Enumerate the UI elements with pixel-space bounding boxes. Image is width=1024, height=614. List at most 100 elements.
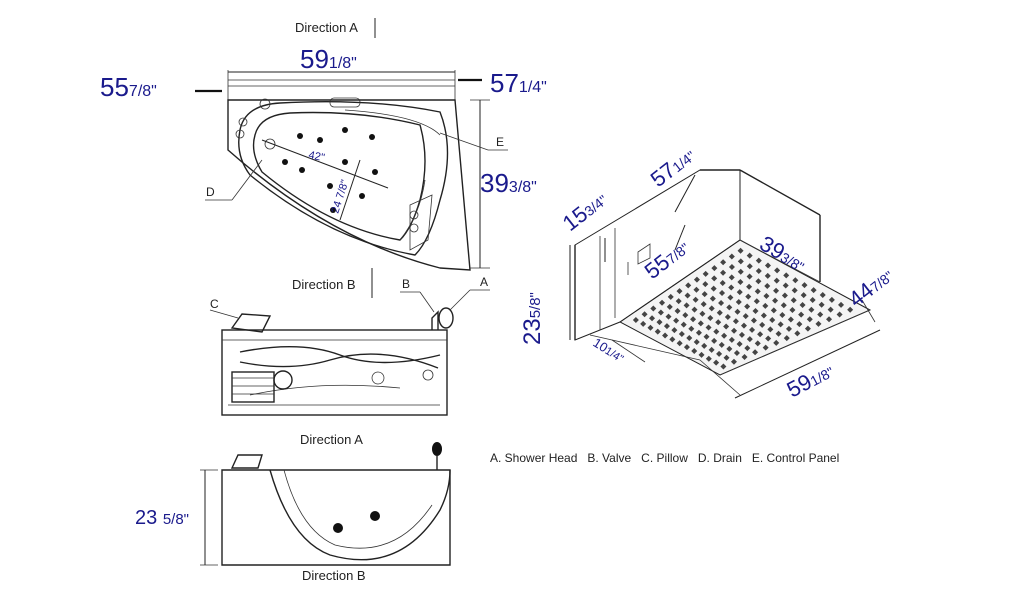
floor-pattern-mark: [791, 287, 798, 294]
floor-pattern-mark: [732, 318, 739, 325]
floor-pattern-mark: [728, 274, 735, 281]
floor-pattern-mark: [799, 301, 806, 308]
floor-pattern-mark: [708, 346, 715, 353]
floor-pattern-mark: [762, 302, 769, 309]
top-view: Direction A: [100, 18, 547, 298]
floor-pattern-mark: [754, 288, 761, 295]
floor-pattern-mark: [703, 333, 710, 340]
floor-pattern-mark: [657, 309, 664, 316]
side-height-dimension: 23 5/8": [135, 507, 189, 529]
tub-basin: [252, 111, 426, 241]
floor-pattern-mark: [698, 351, 705, 358]
floor-pattern-mark: [798, 311, 805, 318]
floor-pattern-mark: [728, 253, 735, 260]
floor-pattern-mark: [772, 297, 779, 304]
floor-pattern-mark: [755, 278, 762, 285]
floor-pattern-mark: [720, 259, 727, 266]
floor-pattern-mark: [702, 270, 709, 277]
floor-pattern-mark: [721, 332, 728, 339]
top-right-dimension: 571/4": [490, 68, 547, 98]
floor-pattern: [632, 247, 854, 370]
pillow-top: [409, 194, 433, 251]
floor-pattern-mark: [691, 306, 698, 313]
floor-pattern-mark: [726, 304, 733, 311]
floor-pattern-mark: [693, 286, 700, 293]
floor-pattern-mark: [755, 257, 762, 264]
floor-pattern-mark: [675, 298, 682, 305]
floor-pattern-mark: [659, 299, 666, 306]
floor-pattern-mark: [773, 287, 780, 294]
floor-pattern-mark: [827, 306, 834, 313]
floor-pattern-mark: [695, 329, 702, 336]
side-shower-head: [432, 442, 442, 456]
front-view-caption: Direction A: [300, 432, 363, 447]
jet: [317, 137, 323, 143]
floor-pattern-mark: [810, 287, 817, 294]
floor-pattern-mark: [737, 247, 744, 254]
floor-pattern-mark: [735, 299, 742, 306]
floor-pattern-mark: [686, 335, 693, 341]
floor-pattern-mark: [769, 316, 776, 323]
floor-pattern-mark: [749, 326, 756, 333]
floor-pattern-mark: [736, 289, 743, 296]
floor-pattern-mark: [718, 299, 725, 306]
floor-pattern-mark: [847, 306, 854, 313]
inner-width-line: [339, 159, 361, 221]
floor-pattern-mark: [665, 313, 672, 320]
side-pillow: [230, 454, 263, 469]
floor-pattern-mark: [640, 320, 647, 327]
floor-pattern-mark: [683, 344, 690, 351]
iso-height-dimension: 235/8": [519, 292, 546, 345]
floor-pattern-mark: [682, 312, 689, 319]
floor-pattern-mark: [632, 317, 639, 324]
floor-pattern-mark: [764, 262, 771, 269]
floor-pattern-mark: [828, 296, 835, 303]
top-shower-head: [259, 98, 271, 110]
floor-pattern-mark: [708, 305, 715, 312]
front-pillow: [230, 313, 272, 333]
jet: [342, 159, 348, 165]
floor-pattern-mark: [741, 354, 748, 361]
iso-55-dimension: 557/8": [640, 234, 694, 284]
jet: [372, 169, 378, 175]
floor-pattern-mark: [693, 276, 700, 283]
right-wall-top: [739, 169, 821, 216]
floor-pattern-mark: [641, 311, 648, 318]
floor-pattern-mark: [755, 268, 762, 275]
floor-pattern-mark: [730, 358, 737, 365]
floor-pattern-mark: [736, 341, 743, 348]
floor-pattern-mark: [720, 363, 727, 370]
floor-pattern-mark: [676, 340, 683, 347]
floor-pattern-mark: [715, 319, 722, 326]
floor-pattern-mark: [752, 349, 759, 356]
iso-59-dimension: 591/8": [783, 357, 838, 402]
floor-pattern-mark: [800, 292, 807, 299]
floor-pattern-mark: [765, 335, 772, 342]
floor-pattern-mark: [724, 314, 731, 320]
floor-pattern-mark: [699, 310, 706, 317]
inner-length-line: [261, 139, 389, 189]
floor-pattern-mark: [711, 275, 718, 282]
callout-b: B: [402, 277, 410, 291]
floor-pattern-mark: [738, 331, 745, 338]
floor-pattern-mark: [669, 336, 676, 343]
floor-pattern-mark: [770, 307, 777, 314]
callout-c: C: [210, 297, 219, 311]
valve: [431, 310, 439, 330]
top-width-dimension: 591/8": [300, 44, 357, 74]
callout-a: A: [480, 275, 488, 289]
floor-pattern-mark: [746, 273, 753, 280]
floor-pattern-mark: [662, 332, 669, 339]
floor-pattern-mark: [781, 292, 788, 299]
tub-outer-outline: [227, 99, 471, 271]
floor-pattern-mark: [746, 263, 753, 270]
iso-57-dimension: 571/4": [646, 142, 700, 192]
floor-pattern-mark: [754, 340, 761, 347]
iso-15-dimension: 153/4": [558, 186, 612, 236]
floor-pattern-mark: [701, 291, 708, 298]
floor-pattern-mark: [779, 311, 786, 318]
floor-pattern-mark: [663, 323, 670, 330]
floor-pattern-mark: [691, 347, 698, 354]
floor-pattern-mark: [683, 302, 690, 309]
